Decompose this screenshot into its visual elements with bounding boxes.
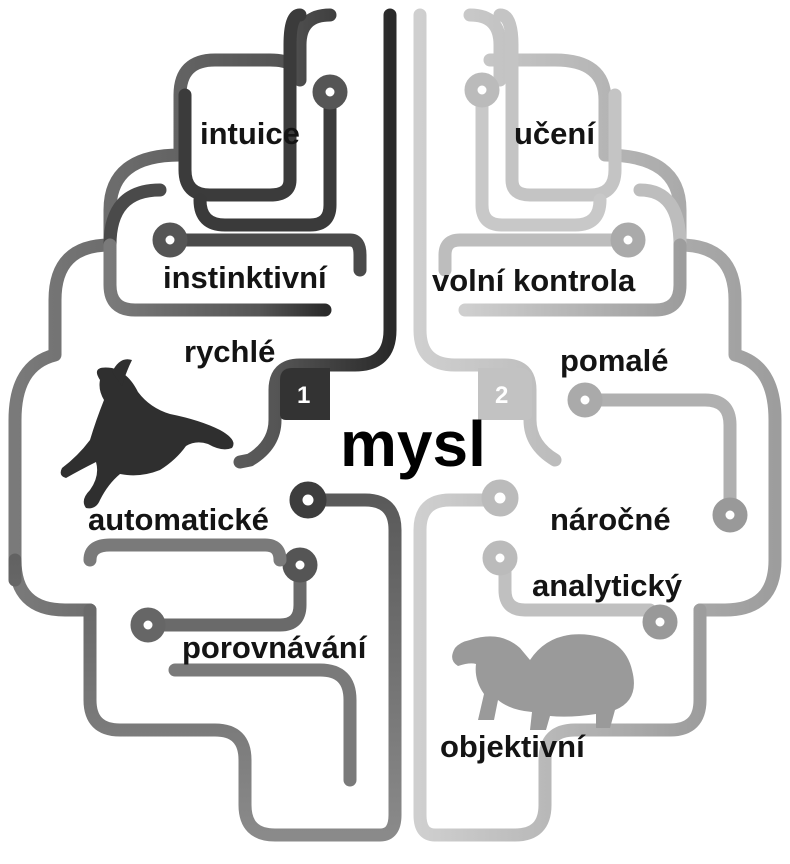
- right-trace-pomale: [583, 393, 737, 519]
- right-node-7: [642, 604, 678, 640]
- right-trace-mid: [458, 238, 687, 317]
- left-label-intuice: intuice: [200, 116, 300, 151]
- right-badge-shape: [478, 368, 532, 420]
- right-node-5: [481, 479, 519, 517]
- left-node-5: [130, 607, 166, 643]
- left-label-porovnavani: porovnávání: [182, 630, 367, 665]
- center-label-mysl: mysl: [340, 408, 486, 480]
- left-node-3: [289, 481, 327, 519]
- left-trace-porovnavani: [143, 563, 307, 632]
- right-node-2: [610, 222, 646, 258]
- left-badge-shape: [280, 368, 330, 420]
- left-label-instinktivni: instinktivní: [163, 260, 327, 295]
- rabbit-icon: [60, 359, 234, 509]
- right-label-pomale: pomalé: [560, 343, 669, 378]
- right-trace-volni: [438, 183, 687, 277]
- left-top-lobe: [178, 8, 307, 202]
- left-label-automaticke: automatické: [88, 502, 269, 537]
- left-hemisphere-number: 1: [297, 382, 311, 409]
- right-trace-uceni: [475, 88, 607, 232]
- right-label-uceni: učení: [514, 116, 595, 151]
- right-trace-analyticky: [498, 553, 657, 617]
- left-node-1: [312, 74, 348, 110]
- left-node-4: [282, 547, 318, 583]
- left-trace-lower: [8, 493, 402, 842]
- right-node-6: [482, 540, 518, 576]
- right-label-objektivni: objektivní: [440, 729, 585, 764]
- right-label-narocne: náročné: [550, 502, 671, 537]
- right-node-3: [567, 382, 603, 418]
- right-hemisphere: [413, 8, 782, 842]
- left-trace-mid: [103, 238, 332, 317]
- left-label-rychle: rychlé: [184, 334, 276, 369]
- right-label-volni-kontrola: volní kontrola: [432, 263, 636, 298]
- left-outer-trace: [8, 8, 397, 617]
- left-hemisphere: [8, 8, 402, 842]
- right-node-4: [712, 497, 748, 533]
- right-top-lobe: [493, 8, 622, 202]
- turtle-icon: [452, 634, 634, 730]
- right-node-1: [464, 72, 500, 108]
- left-trace-intuice: [193, 88, 337, 232]
- right-label-analyticky: analytický: [532, 568, 682, 603]
- left-trace-instinktivni: [103, 183, 367, 277]
- right-hemisphere-number: 2: [495, 382, 509, 409]
- right-trace-lower: [413, 493, 707, 842]
- left-trace-lower-inner: [83, 538, 357, 787]
- left-node-2: [152, 222, 188, 258]
